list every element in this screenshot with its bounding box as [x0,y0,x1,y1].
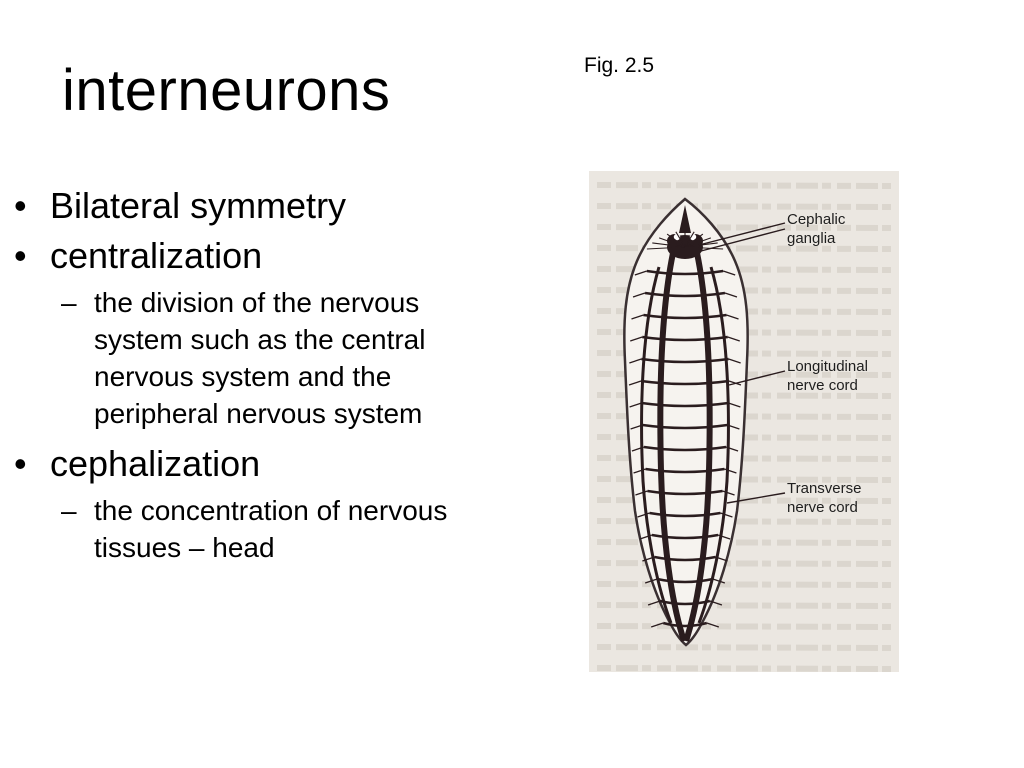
leader-line [700,228,786,252]
bullet-item: • cephalization [14,442,484,486]
planarian-diagram [596,182,892,672]
sub-bullet-text: the concentration of nervous tissues – h… [94,495,448,563]
peripheral-branch [630,424,740,430]
bullet-item: • Bilateral symmetry [14,184,484,228]
transverse-nerve-cord [656,577,714,584]
head-nerve-branch [684,233,704,248]
background-text-line [596,623,892,630]
transverse-nerve-cord [640,379,730,386]
peripheral-branch [647,600,723,606]
transverse-nerve-cord [651,533,719,540]
transverse-nerve-cord [642,335,728,342]
sub-bullet-glyph: – [61,495,77,526]
transverse-nerve-cord [641,357,729,364]
transverse-nerve-cord [654,555,716,562]
peripheral-branch [631,446,739,452]
longitudinal-nerve-cord [697,266,730,624]
peripheral-branch [629,402,741,408]
transverse-nerve-cord [647,489,723,496]
transverse-nerve-cord [662,621,708,628]
background-text-line [596,203,892,210]
transverse-nerve-cord [649,511,721,518]
bullet-glyph: • [14,235,27,276]
head-nerve-branch [666,233,686,248]
peripheral-branch [644,578,726,584]
transverse-nerve-cord-label: Transverse nerve cord [787,479,861,517]
sub-bullet-text: the division of the nervous system such … [94,287,426,429]
leader-line [698,222,786,246]
bullet-text: centralization [50,235,263,276]
background-text-line [596,224,892,231]
anterior-nerve [679,205,691,233]
head-nerve-branch [652,242,686,248]
longitudinal-nerve-cord [640,266,673,624]
transverse-nerve-cord [642,423,728,430]
label-line: Cephalic [787,211,846,228]
leader-line [728,370,786,386]
label-line: Longitudinal [787,358,868,375]
slide-title: interneurons [62,58,391,123]
peripheral-branch [639,534,731,540]
peripheral-branch [650,622,720,628]
planarian-nervous-system-figure: Cephalic ganglia Longitudinal nerve cord… [589,171,899,672]
bullet-item: • centralization [14,234,484,278]
peripheral-branch [630,336,740,342]
label-line: nerve cord [787,377,858,394]
cephalic-ganglia-label: Cephalic ganglia [787,210,845,248]
peripheral-branch [642,556,728,562]
background-text-line [596,581,892,588]
bullet-text: Bilateral symmetry [50,185,347,226]
background-text-line [596,644,892,651]
leader-line [726,492,786,504]
bullet-text: cephalization [50,443,261,484]
transverse-nerve-cord [646,269,724,276]
transverse-nerve-cord [643,313,727,320]
head-nerve-branch [658,237,686,248]
bullet-glyph: • [14,185,27,226]
background-text-line [596,665,892,672]
peripheral-branch [634,270,736,276]
label-line: nerve cord [787,499,858,516]
background-text-line [596,182,892,189]
transverse-nerve-cord [645,467,725,474]
head-nerve-branch [684,231,695,248]
peripheral-branch [635,490,735,496]
peripheral-branch [637,512,733,518]
peripheral-branch [632,292,738,298]
transverse-nerve-cord [641,401,729,408]
body-outline [623,197,749,647]
longitudinal-nerve-cord-label: Longitudinal nerve cord [787,357,868,395]
transverse-nerve-cord [644,291,726,298]
peripheral-branch [631,314,739,320]
head-nerve-branch [684,246,724,250]
sub-bullet-item: – the concentration of nervous tissues –… [14,492,484,566]
sub-bullet-glyph: – [61,287,77,318]
head-nerve-branch [684,237,712,248]
transverse-nerve-cord [659,599,711,606]
background-text-line [596,245,892,252]
peripheral-branch [633,468,737,474]
head-nerve-branch [675,231,686,248]
label-line: ganglia [787,230,836,247]
background-text-line [596,602,892,609]
transverse-nerve-cord [643,445,727,452]
label-line: Transverse [787,480,862,497]
head-nerve-branch [646,246,686,250]
bullet-glyph: • [14,443,27,484]
background-text-line [596,560,892,567]
sub-bullet-item: – the division of the nervous system suc… [14,284,484,432]
peripheral-branch [629,358,741,364]
figure-caption: Fig. 2.5 [584,54,655,77]
bullet-list: • Bilateral symmetry • centralization – … [14,184,484,576]
